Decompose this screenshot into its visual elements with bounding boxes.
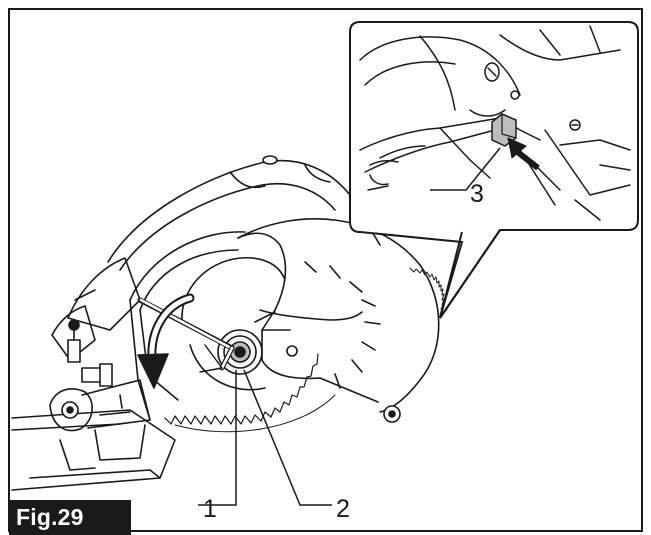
saw-assembly <box>11 155 445 491</box>
motor-housing <box>107 159 381 263</box>
leader-line-3 <box>430 147 501 191</box>
saw-base <box>11 409 176 491</box>
lower-guard <box>129 231 246 301</box>
handle <box>67 257 141 331</box>
inset-drawing <box>359 25 631 221</box>
callout-1: 1 <box>203 495 217 523</box>
callout-3: 3 <box>470 180 484 208</box>
saw-blade-teeth <box>164 353 319 425</box>
outer-border <box>8 8 643 532</box>
figure-label: Fig.29 <box>16 504 84 530</box>
leader-line-2 <box>243 369 332 506</box>
blade-guard <box>237 218 440 413</box>
clamp-knob <box>49 388 93 432</box>
curved-arrow-icon <box>137 293 195 389</box>
leader-line-1 <box>198 370 237 506</box>
inset-detail <box>349 21 639 319</box>
arrow-icon <box>507 137 540 171</box>
figure-label-box: Fig.29 <box>9 500 131 535</box>
hex-wrench <box>137 297 235 373</box>
shaft-lock-stopper <box>491 113 517 147</box>
callout-2: 2 <box>336 495 350 523</box>
